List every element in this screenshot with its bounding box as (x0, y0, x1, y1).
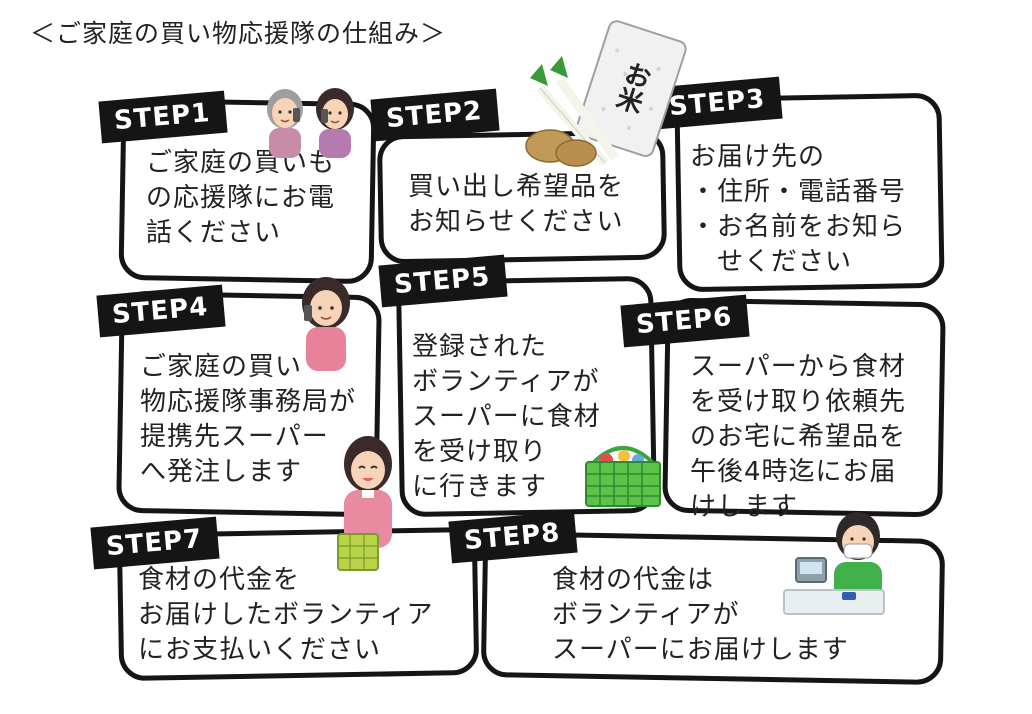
rice-bag-icon: お米 (525, 20, 687, 167)
office-staff-phone-icon (302, 277, 350, 371)
step6-text: スーパーから食材 を受け取り依頼先 のお宅に希望品を 午後4時迄にお届 けします (690, 352, 907, 522)
step8-text: 食材の代金は ボランティアが スーパーにお届けします (552, 565, 849, 665)
step4-text: ご家庭の買い 物応援隊事務局が 提携先スーパー へ発注します (140, 352, 357, 487)
cashier-icon (783, 512, 885, 615)
volunteer-woman-icon (337, 436, 392, 571)
shopping-basket-icon (585, 446, 661, 507)
page-title: ＜ご家庭の買い物応援隊の仕組み＞ (30, 19, 447, 48)
step5-text: 登録された ボランティアが スーパーに食材 を受け取り に行きます (412, 332, 601, 502)
step2-text: 買い出し希望品を お知らせください (408, 172, 625, 237)
step7-text: 食材の代金を お届けしたボランティア にお支払いください (138, 565, 434, 665)
phone-call-people-icon (267, 88, 354, 158)
step1-text: ご家庭の買いも の応援隊にお電 話ください (146, 148, 336, 248)
step3-text: お届け先の ・住所・電話番号 ・お名前をお知ら せください (690, 142, 907, 277)
